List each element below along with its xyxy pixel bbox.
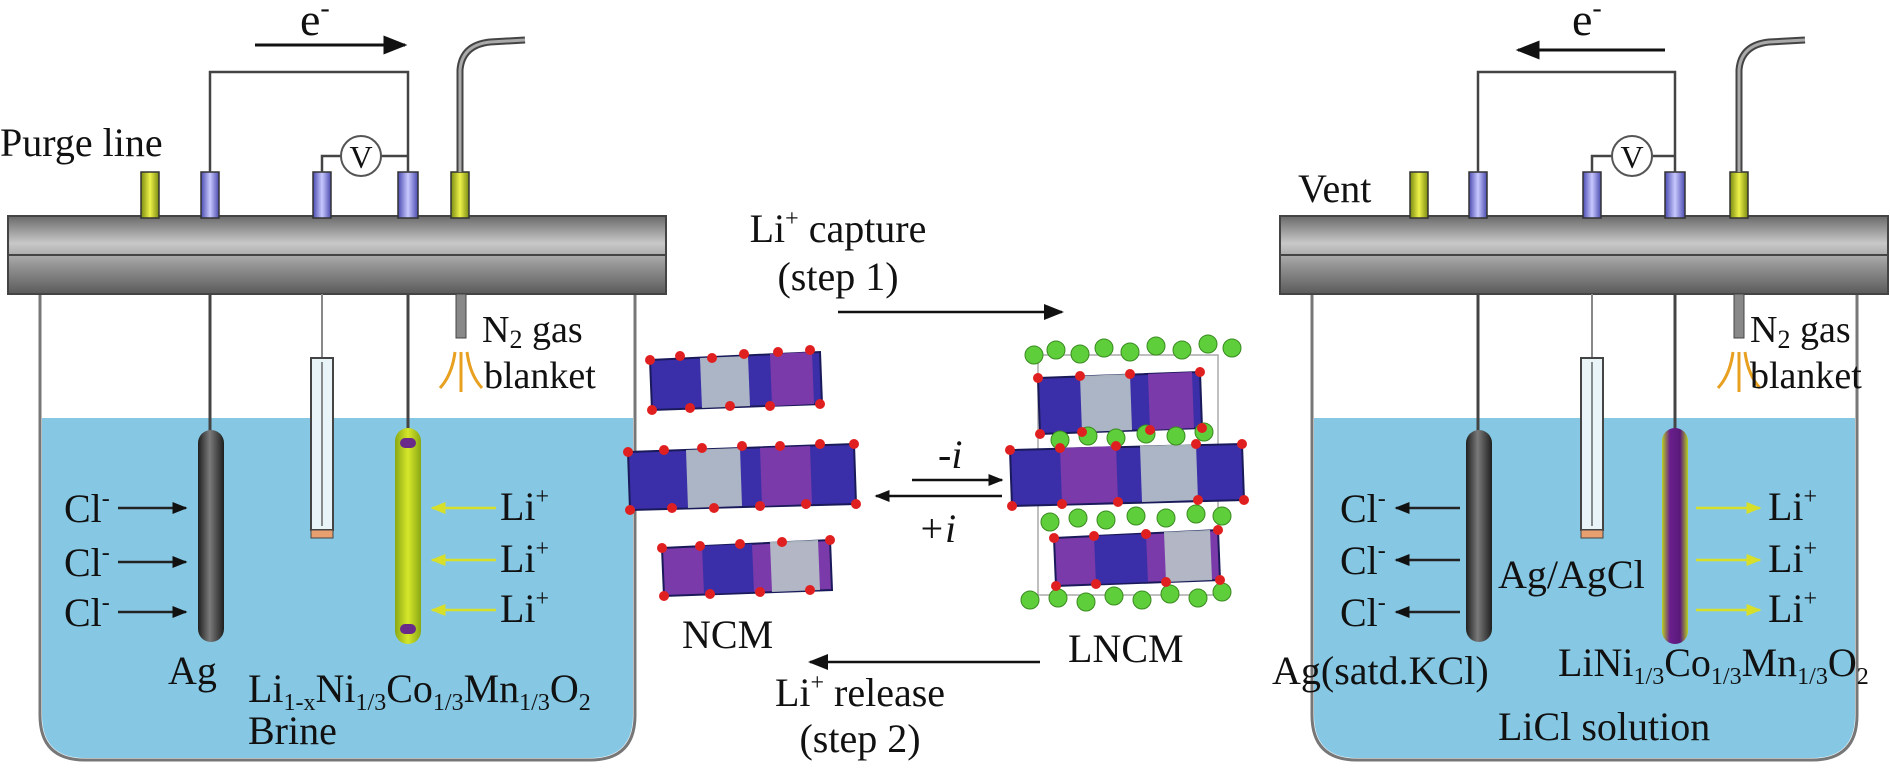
ag-electrode-label: Ag — [168, 648, 217, 693]
left-beaker-wall — [38, 290, 637, 762]
left-electron-label: e- — [300, 0, 330, 45]
ncm-label: NCM — [682, 612, 773, 657]
gas-inlet-port — [450, 171, 470, 219]
lncm-layer-1 — [1036, 370, 1204, 436]
right-gas-label: N2 gas — [1750, 309, 1851, 354]
right-reference-port — [1582, 171, 1602, 219]
brine-label: Brine — [248, 708, 337, 753]
left-external-wire — [208, 70, 410, 172]
ncm-layer-2 — [626, 442, 858, 512]
left-voltmeter-label: V — [349, 139, 372, 175]
right-voltmeter — [1611, 135, 1653, 177]
left-ion-cl-3: Cl- — [64, 590, 110, 635]
left-ion-li-3: Li+ — [500, 586, 549, 631]
ag-electrode — [198, 430, 224, 642]
ncm-crystal-structure — [623, 345, 861, 601]
lncm-electrode-formula: LiNi1/3Co1/3Mn1/3O2 — [1558, 640, 1869, 690]
center-process: Li+ capture (step 1) -i +i — [623, 206, 1249, 761]
left-brine-solution — [42, 418, 633, 758]
vent-label: Vent — [1298, 166, 1371, 211]
ag-agcl-label: Ag/AgCl — [1498, 552, 1645, 597]
left-cell: V e- Purge line N2 gas blank — [0, 0, 667, 762]
capture-step-label: (step 1) — [777, 254, 898, 299]
licl-solution-label: LiCl solution — [1498, 704, 1710, 749]
ncm-working-electrode — [395, 428, 421, 644]
ag-satd-kcl-electrode — [1466, 430, 1492, 642]
ncm-layer-1 — [648, 350, 824, 412]
right-beaker-wall — [1310, 290, 1859, 762]
reference-port — [312, 171, 332, 219]
release-step-label: (step 2) — [799, 716, 920, 761]
right-cell: V e- Vent N2 gas blanket Cl- Cl- — [1272, 0, 1889, 762]
lncm-lithium-atoms — [1020, 334, 1242, 612]
left-gas-tube — [456, 36, 526, 172]
reverse-current-label: +i — [918, 506, 956, 551]
lncm-working-electrode — [1662, 428, 1688, 644]
counter-electrode-port — [200, 171, 220, 219]
right-counter-electrode-port — [1468, 171, 1488, 219]
working-electrode-port — [397, 171, 419, 219]
right-ion-cl-1: Cl- — [1340, 486, 1386, 531]
purge-line-label: Purge line — [0, 120, 163, 165]
left-ion-cl-1: Cl- — [64, 486, 110, 531]
right-gas-label-line2: blanket — [1750, 355, 1862, 397]
lncm-oxygen-atoms — [1005, 367, 1249, 591]
lncm-layer-3 — [1052, 528, 1222, 588]
release-label: Li+ release — [775, 670, 945, 715]
right-ion-li-2: Li+ — [1768, 536, 1817, 581]
forward-current-label: -i — [938, 432, 962, 477]
ncm-oxygen-atoms — [623, 345, 861, 601]
right-gas-stream-icon — [1716, 351, 1762, 392]
left-ion-cl-2: Cl- — [64, 540, 110, 585]
right-ion-cl-2: Cl- — [1340, 538, 1386, 583]
ag-satd-kcl-label: Ag(satd.KCl) — [1272, 648, 1489, 693]
lncm-label: LNCM — [1068, 626, 1184, 671]
left-voltmeter — [340, 135, 382, 177]
right-ion-cl-3: Cl- — [1340, 590, 1386, 635]
lncm-layer-2 — [1008, 442, 1246, 508]
right-gas-tube — [1735, 36, 1806, 172]
capture-label: Li+ capture — [750, 206, 927, 251]
right-working-electrode-port — [1664, 171, 1686, 219]
right-gas-inlet-port — [1729, 171, 1749, 219]
lncm-crystal-structure — [1005, 334, 1249, 612]
ncm-layer-3 — [660, 538, 834, 598]
right-licl-solution — [1314, 418, 1855, 758]
vent-port — [1409, 171, 1429, 219]
right-external-wire — [1476, 70, 1677, 172]
left-gas-label-line2: blanket — [484, 355, 596, 397]
left-ion-li-1: Li+ — [500, 484, 549, 529]
left-gas-label: N2 gas — [482, 309, 583, 354]
right-ion-li-3: Li+ — [1768, 586, 1817, 631]
purge-line-port — [140, 171, 160, 219]
ncm-electrode-formula: Li1-xNi1/3Co1/3Mn1/3O2 — [248, 666, 591, 716]
right-ion-li-1: Li+ — [1768, 484, 1817, 529]
right-electron-label: e- — [1572, 0, 1602, 45]
right-voltmeter-label: V — [1620, 139, 1643, 175]
left-ion-li-2: Li+ — [500, 536, 549, 581]
left-gas-stream-icon — [438, 351, 484, 392]
